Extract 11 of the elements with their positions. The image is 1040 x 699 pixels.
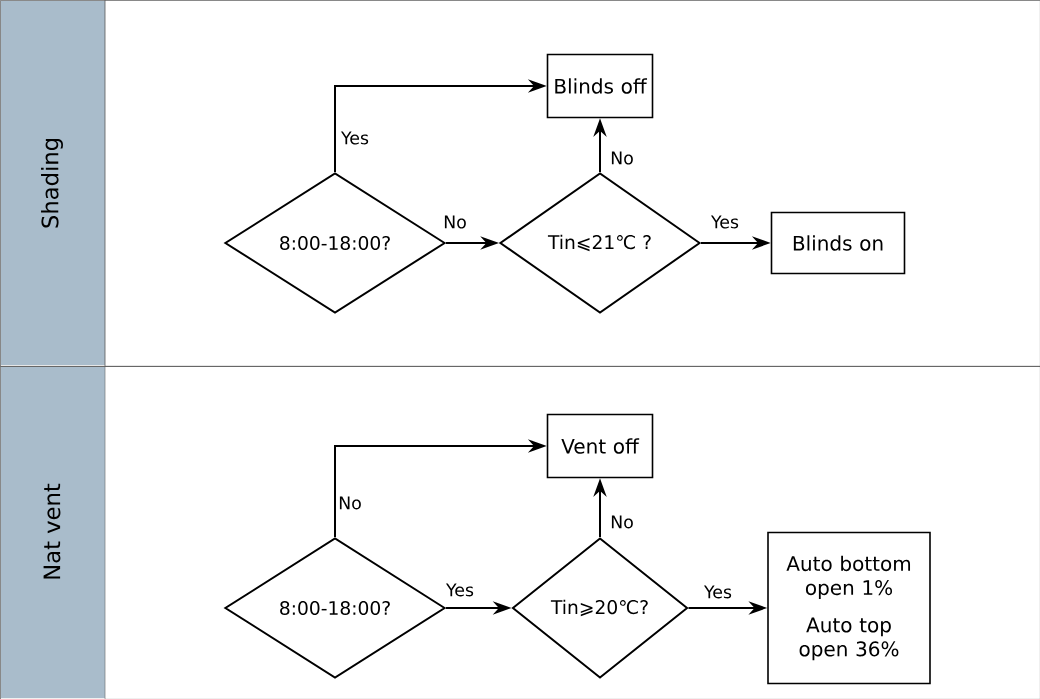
process-box: Blinds on [770, 211, 906, 275]
process-box: Auto bottom open 1% Auto top open 36% [767, 531, 931, 685]
edge-label: Yes [444, 582, 476, 598]
edge-label: Yes [339, 130, 371, 146]
process-box: Blinds off [546, 53, 654, 119]
process-box: Vent off [546, 413, 654, 479]
edge-label: Yes [709, 214, 741, 230]
edge-label: No [336, 495, 364, 511]
edge-label: No [608, 150, 636, 166]
edge-label: No [608, 514, 636, 530]
edge-label: Yes [702, 584, 734, 600]
